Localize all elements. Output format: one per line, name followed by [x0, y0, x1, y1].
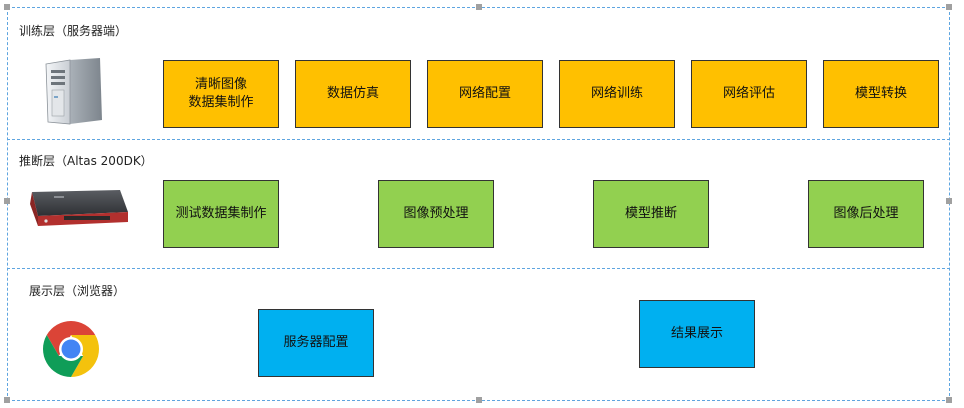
- process-box-network-evaluation[interactable]: 网络评估: [691, 60, 807, 128]
- layer-divider-2: [7, 268, 950, 269]
- resize-handle-middle-left[interactable]: [4, 198, 10, 204]
- resize-handle-top-left[interactable]: [4, 4, 10, 10]
- training-layer-title: 训练层（服务器端）: [19, 24, 128, 38]
- process-box-server-config[interactable]: 服务器配置: [258, 309, 374, 377]
- process-box-model-inference[interactable]: 模型推断: [593, 180, 709, 248]
- server-tower-icon: [45, 58, 102, 125]
- resize-handle-top-middle[interactable]: [476, 4, 482, 10]
- process-box-data-simulation[interactable]: 数据仿真: [295, 60, 411, 128]
- process-box-network-config[interactable]: 网络配置: [427, 60, 543, 128]
- inference-layer-title: 推断层（Altas 200DK）: [19, 154, 153, 168]
- atlas-devkit-icon: [30, 190, 128, 226]
- process-box-model-conversion[interactable]: 模型转换: [823, 60, 939, 128]
- display-layer-title: 展示层（浏览器）: [29, 284, 126, 298]
- resize-handle-bottom-middle[interactable]: [476, 397, 482, 403]
- process-box-network-training[interactable]: 网络训练: [559, 60, 675, 128]
- process-box-test-dataset[interactable]: 测试数据集制作: [163, 180, 279, 248]
- resize-handle-bottom-left[interactable]: [4, 397, 10, 403]
- resize-handle-middle-right[interactable]: [946, 198, 952, 204]
- process-box-clear-dataset[interactable]: 清晰图像 数据集制作: [163, 60, 279, 128]
- chrome-browser-icon: [42, 321, 100, 377]
- layer-divider-1: [7, 139, 950, 140]
- process-box-result-display[interactable]: 结果展示: [639, 300, 755, 368]
- process-box-image-preprocess[interactable]: 图像预处理: [378, 180, 494, 248]
- process-box-image-postprocess[interactable]: 图像后处理: [808, 180, 924, 248]
- resize-handle-top-right[interactable]: [946, 4, 952, 10]
- resize-handle-bottom-right[interactable]: [946, 397, 952, 403]
